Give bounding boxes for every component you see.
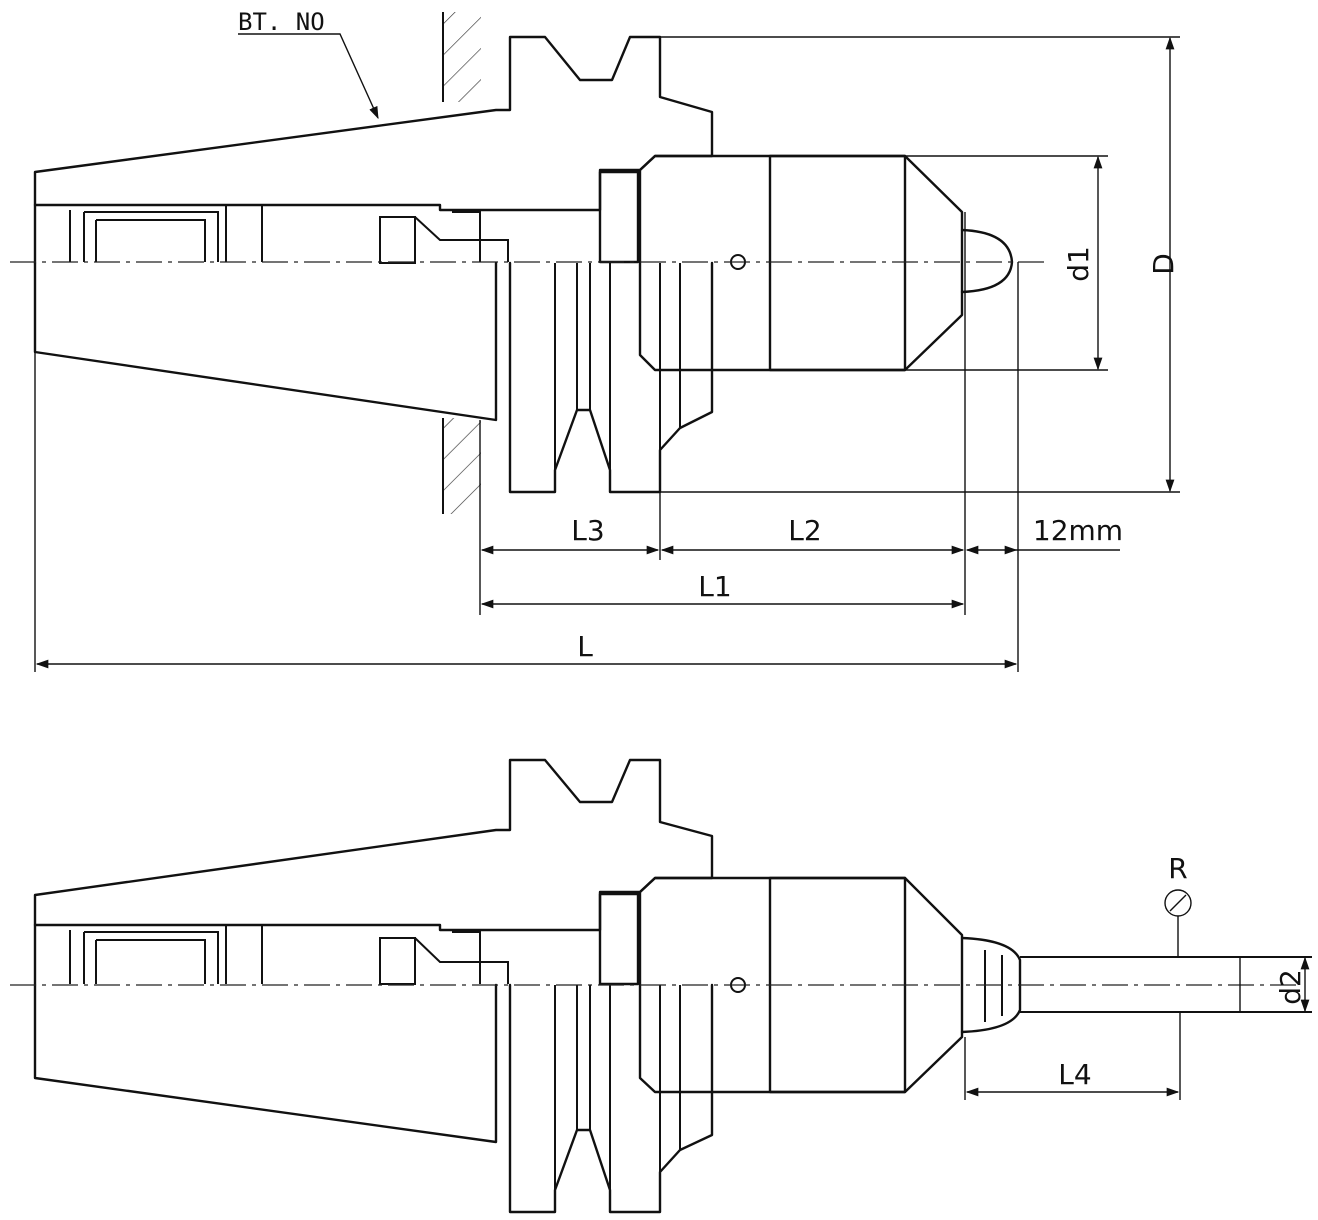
dimension-d2-label: d2 — [1274, 969, 1307, 1005]
spindle-wall-hatch — [442, 12, 481, 514]
dimension-d1-label: d1 — [1062, 246, 1095, 282]
flange-groove-lines — [554, 263, 681, 470]
dimension-L2-label: L2 — [788, 514, 821, 547]
taper-shank-section — [33, 35, 714, 212]
dimension-L3-label: L3 — [571, 514, 604, 547]
dimension-L4-label: L4 — [1058, 1058, 1091, 1091]
flange-groove-lines-2 — [554, 985, 681, 1190]
dimension-lines-2 — [964, 889, 1310, 1100]
dimension-D-label: D — [1147, 253, 1180, 275]
dimension-lines — [34, 33, 1180, 672]
drill-chuck — [598, 154, 1014, 372]
dimension-12mm-label: 12mm — [1033, 514, 1123, 547]
bottom-view: R d2 L4 — [10, 758, 1312, 1214]
taper-shank-lower — [33, 261, 498, 422]
taper-shank-section-2 — [33, 758, 714, 932]
dimension-L1-label: L1 — [698, 570, 731, 603]
bt-no-label: BT. NO — [238, 8, 325, 36]
top-view: BT. NO D d1 L3 L2 12mm L1 L — [10, 8, 1180, 672]
radius-R-label: R — [1168, 852, 1187, 885]
dimension-L-label: L — [577, 630, 593, 663]
drill-bit — [1020, 956, 1312, 1013]
bore-details — [33, 203, 509, 265]
taper-shank-lower-2 — [33, 983, 498, 1144]
bore-details-2 — [33, 923, 509, 987]
